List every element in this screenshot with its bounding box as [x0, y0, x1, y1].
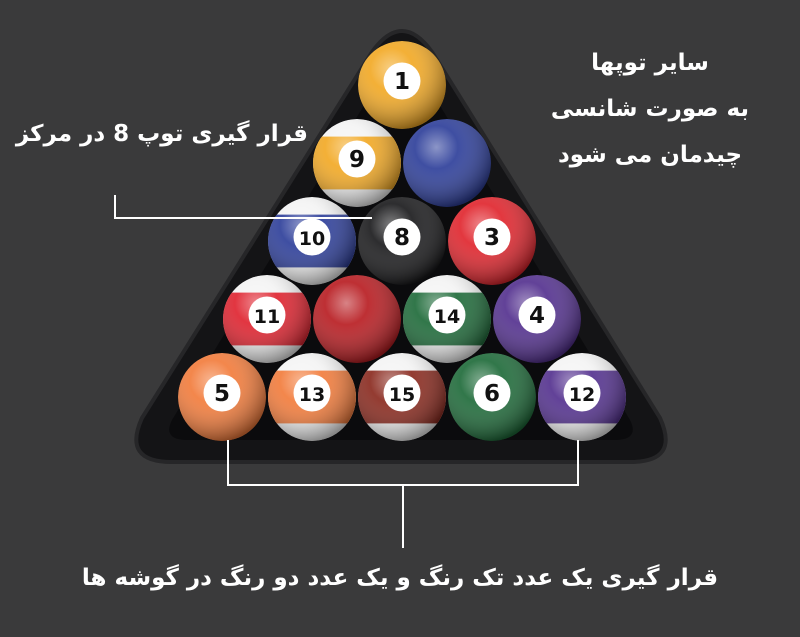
- ball-9: 9: [313, 119, 401, 207]
- ball-number: 10: [299, 228, 325, 250]
- ball-5: 5: [178, 353, 266, 441]
- ball-number: 3: [484, 225, 500, 251]
- ball-3: 3: [448, 197, 536, 285]
- ball-number-disc: [338, 140, 376, 178]
- ball-number-disc: [428, 296, 466, 334]
- ball-4: 4: [493, 275, 581, 363]
- center-rule-label: قرار گیری توپ 8 در مرکز: [15, 121, 308, 147]
- ball-10: 10: [268, 197, 356, 285]
- ball-number-disc: [518, 296, 556, 334]
- ball-number-disc: [563, 374, 601, 412]
- ball-number: 5: [214, 381, 230, 407]
- ball-6: 6: [448, 353, 536, 441]
- ball-1: 1: [358, 41, 446, 129]
- ball-number: 9: [349, 147, 365, 173]
- ball-number-disc: [293, 374, 331, 412]
- ball-number: 6: [484, 381, 500, 407]
- ball-number: 8: [394, 225, 410, 251]
- balls-group: 1 9 10 8 3 11 14 4 5 13 15 6 12: [178, 41, 626, 441]
- corner-rule-label: قرار گیری یک عدد تک رنگ و یک عدد دو رنگ …: [81, 565, 719, 591]
- ball-number-disc: [383, 62, 421, 100]
- ball-number-disc: [473, 218, 511, 256]
- ball-number: 11: [254, 306, 280, 328]
- ball-11: 11: [223, 275, 311, 363]
- ball-12: 12: [538, 353, 626, 441]
- ball-number: 12: [569, 384, 595, 406]
- ball-8: 8: [358, 197, 446, 285]
- random-others-line-2: به صورت شانسی: [550, 96, 750, 122]
- ball-number-disc: [383, 218, 421, 256]
- random-others-line-1: سایر توپها: [591, 50, 709, 76]
- callout-lines: [114, 195, 579, 548]
- ball-15: 15: [358, 353, 446, 441]
- random-others-label: سایر توپها به صورت شانسی چیدمان می شود: [535, 40, 765, 178]
- ball-number: 13: [299, 384, 325, 406]
- ball-14: 14: [403, 275, 491, 363]
- ball-number: 1: [394, 69, 410, 95]
- ball-number: 15: [389, 384, 415, 406]
- ball-plain-7: [313, 275, 401, 363]
- ball-plain-2: [403, 119, 491, 207]
- ball-13: 13: [268, 353, 356, 441]
- random-others-line-3: چیدمان می شود: [557, 142, 743, 168]
- ball-number-disc: [293, 218, 331, 256]
- ball-number-disc: [248, 296, 286, 334]
- ball-number-disc: [383, 374, 421, 412]
- ball-number-disc: [473, 374, 511, 412]
- ball-number-disc: [203, 374, 241, 412]
- ball-number: 4: [529, 303, 545, 329]
- ball-number: 14: [434, 306, 460, 328]
- center-callout-line: [114, 195, 372, 219]
